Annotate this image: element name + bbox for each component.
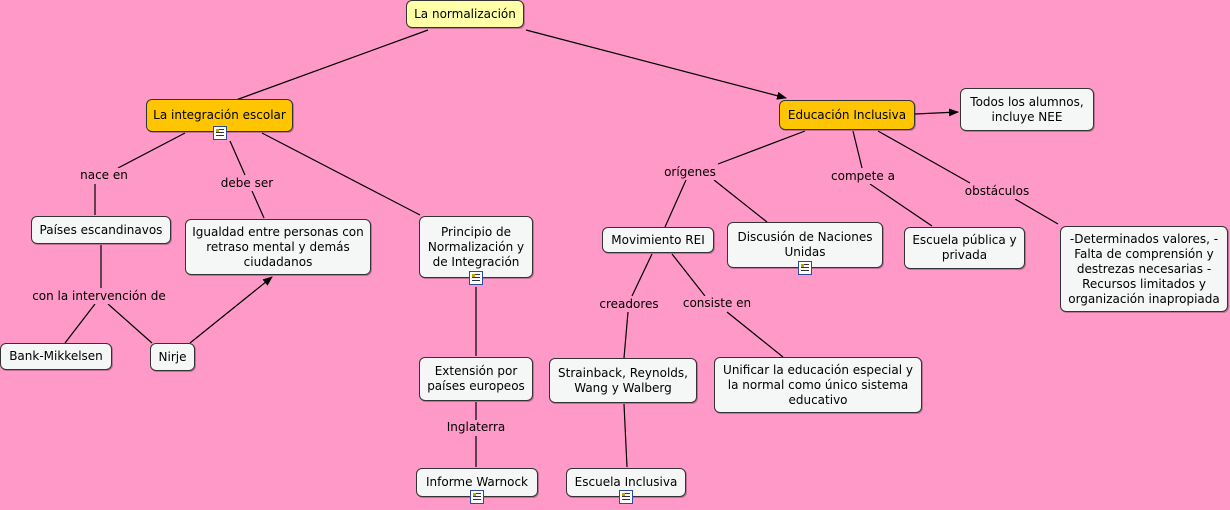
edge xyxy=(664,179,687,228)
edge xyxy=(251,190,265,219)
edge xyxy=(117,132,186,169)
edge xyxy=(261,132,421,216)
link-label-origenes: orígenes xyxy=(662,165,718,180)
edge xyxy=(107,303,153,344)
node-strainback[interactable]: Strainback, Reynolds, Wang y Walberg xyxy=(549,358,697,403)
edge xyxy=(64,303,96,344)
document-icon[interactable] xyxy=(213,126,227,140)
edge xyxy=(726,311,784,358)
edge xyxy=(671,253,706,297)
node-nirje[interactable]: Nirje xyxy=(150,343,195,371)
link-label-creadores: creadores xyxy=(597,297,661,312)
node-principio-normalizacion[interactable]: Principio de Normalización y de Integrac… xyxy=(419,216,533,278)
link-label-inglaterra: Inglaterra xyxy=(444,420,508,435)
edge xyxy=(631,253,653,297)
edge xyxy=(1014,198,1059,225)
node-escuela-publica[interactable]: Escuela pública y privada xyxy=(904,227,1025,269)
document-icon[interactable] xyxy=(469,271,483,285)
node-la-normalizacion[interactable]: La normalización xyxy=(406,0,524,28)
edge xyxy=(852,130,863,169)
link-label-debe-ser: debe ser xyxy=(218,176,276,191)
edge xyxy=(717,130,806,165)
link-label-con-intervencion: con la intervención de xyxy=(30,289,168,304)
edge xyxy=(525,29,787,100)
node-bank-mikkelsen[interactable]: Bank-Mikkelsen xyxy=(0,343,112,370)
link-label-consiste-en: consiste en xyxy=(680,296,754,311)
document-icon[interactable] xyxy=(470,490,484,504)
edge xyxy=(623,403,628,468)
node-extension[interactable]: Extensión por países europeos xyxy=(419,357,533,401)
node-movimiento-rei[interactable]: Movimiento REI xyxy=(602,227,714,253)
node-educacion-inclusiva[interactable]: Educación Inclusiva xyxy=(779,100,915,130)
node-igualdad[interactable]: Igualdad entre personas con retraso ment… xyxy=(185,219,371,275)
edge xyxy=(235,29,429,101)
document-icon[interactable] xyxy=(798,261,812,275)
edge xyxy=(869,183,933,227)
node-discusion-naciones-unidas[interactable]: Discusión de Naciones Unidas xyxy=(727,222,883,268)
node-paises-escandinavos[interactable]: Países escandinavos xyxy=(31,216,171,244)
link-label-obstaculos: obstáculos xyxy=(962,184,1032,199)
node-todos-los-alumnos[interactable]: Todos los alumnos, incluye NEE xyxy=(960,88,1094,131)
link-label-nace-en: nace en xyxy=(78,168,130,183)
node-unificar[interactable]: Unificar la educación especial y la norm… xyxy=(714,357,922,413)
edge xyxy=(877,130,971,184)
document-icon[interactable] xyxy=(619,490,633,504)
edge xyxy=(189,276,273,344)
edge xyxy=(914,108,959,117)
edge xyxy=(623,311,629,359)
link-label-compete-a: compete a xyxy=(829,169,897,184)
node-obstaculos-lista[interactable]: -Determinados valores, -Falta de compren… xyxy=(1060,226,1228,312)
edge xyxy=(713,179,768,223)
edge xyxy=(229,140,246,176)
